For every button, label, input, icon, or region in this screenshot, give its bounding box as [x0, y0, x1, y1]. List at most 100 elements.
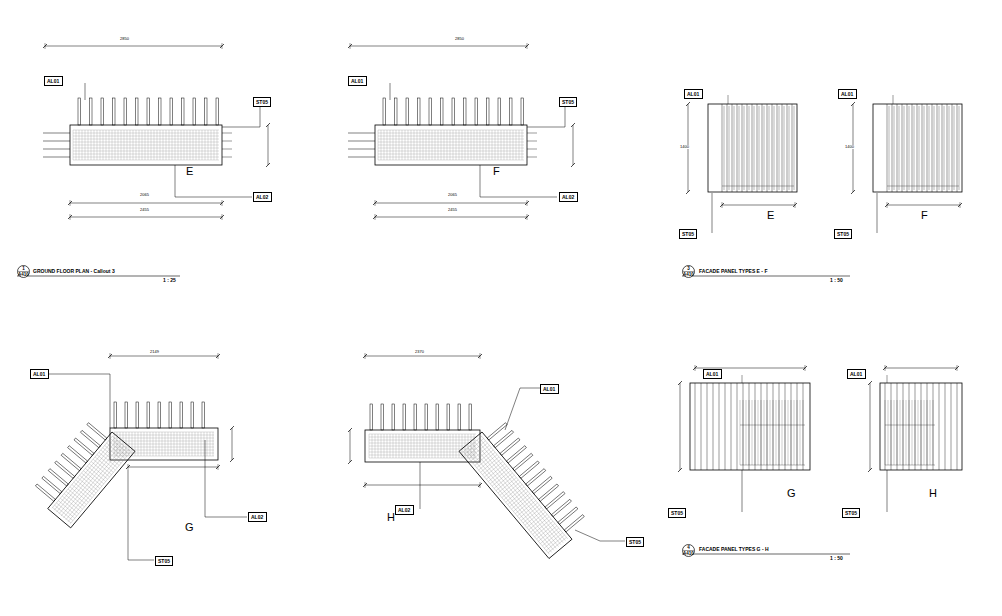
line	[348, 460, 352, 464]
line	[927, 400, 928, 465]
outline	[392, 404, 395, 430]
line	[686, 102, 690, 106]
line	[897, 104, 898, 192]
line	[887, 470, 888, 512]
line	[885, 383, 886, 470]
line	[743, 400, 744, 465]
outline	[114, 402, 117, 428]
line	[868, 468, 872, 472]
line	[762, 104, 763, 192]
line	[365, 353, 366, 359]
line	[731, 383, 732, 470]
line	[912, 400, 913, 465]
dimension: 2370	[415, 350, 424, 354]
line	[727, 104, 728, 192]
outline	[873, 104, 962, 192]
material-tag: ST05	[155, 556, 173, 566]
line	[960, 202, 961, 208]
outline	[375, 125, 527, 165]
line	[740, 425, 805, 426]
view-title: 1 : 50	[830, 556, 843, 561]
line	[921, 383, 922, 470]
outline	[708, 104, 797, 192]
outline	[469, 404, 472, 430]
line	[909, 383, 910, 470]
outline	[452, 98, 455, 125]
tag-code: AL02	[562, 194, 575, 200]
line	[915, 400, 916, 465]
line	[887, 202, 888, 208]
line	[891, 383, 892, 470]
line	[268, 125, 269, 165]
line	[128, 560, 154, 561]
line	[924, 106, 925, 190]
line	[779, 383, 780, 470]
line	[749, 106, 750, 190]
line	[757, 104, 758, 192]
line	[527, 133, 537, 134]
line	[232, 428, 233, 460]
line	[743, 383, 744, 470]
line	[682, 554, 850, 555]
line	[85, 83, 86, 100]
panel-type: F	[493, 166, 500, 177]
material-tag: AL01	[348, 76, 367, 86]
outline	[406, 98, 409, 125]
line	[747, 104, 748, 192]
outline	[180, 402, 183, 428]
line	[266, 123, 270, 127]
line	[348, 149, 375, 150]
line	[772, 104, 773, 192]
line	[128, 464, 129, 470]
line	[773, 383, 774, 470]
panel-type: H	[387, 512, 395, 523]
line	[110, 353, 111, 359]
outline	[545, 492, 565, 509]
outline	[532, 476, 552, 493]
line	[222, 141, 232, 142]
outline	[487, 98, 490, 125]
line	[680, 383, 681, 470]
view-number: 3	[682, 266, 695, 272]
line	[803, 366, 807, 370]
line	[758, 400, 759, 465]
line	[887, 186, 959, 187]
line	[742, 104, 743, 192]
material-tag: AL01	[540, 384, 559, 394]
view-marker: 1A410	[17, 265, 30, 278]
line	[939, 383, 940, 470]
outline	[526, 469, 546, 486]
line	[737, 383, 738, 470]
line	[761, 400, 762, 465]
line	[788, 400, 789, 465]
line	[883, 366, 887, 370]
panel-type: H	[929, 488, 937, 499]
line	[728, 95, 729, 104]
tag-code: AL02	[251, 514, 264, 520]
line	[885, 365, 886, 371]
line	[787, 104, 788, 192]
line	[782, 104, 783, 192]
tag-code: ST05	[671, 510, 683, 516]
line	[885, 465, 935, 466]
line	[909, 106, 910, 190]
outline	[381, 404, 384, 430]
panel-type: E	[186, 166, 193, 177]
line	[43, 157, 70, 158]
outline	[113, 98, 116, 125]
line	[932, 104, 933, 192]
line	[266, 163, 270, 167]
floor-plan	[375, 98, 527, 165]
outline	[395, 98, 398, 125]
line	[713, 383, 714, 470]
panel-type: G	[185, 522, 194, 533]
line	[909, 400, 910, 465]
dimension: 2065	[448, 193, 457, 197]
line	[220, 44, 224, 48]
outline	[74, 438, 94, 455]
facade-panel	[880, 383, 962, 470]
line	[767, 400, 768, 465]
outline	[80, 430, 100, 447]
line	[218, 353, 219, 359]
line	[785, 400, 786, 465]
